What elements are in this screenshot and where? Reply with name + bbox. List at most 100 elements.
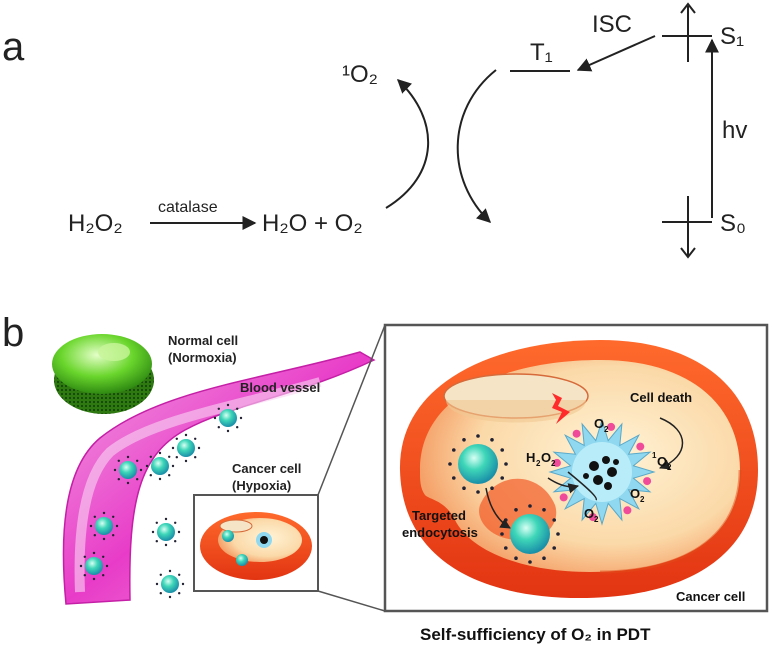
oxygen-bubble [552, 458, 561, 467]
curved-arrow-left [385, 79, 429, 209]
normal-cell [52, 334, 154, 414]
surface-dot [528, 504, 532, 508]
panel-a-label: a [2, 25, 25, 69]
panel-b: b Normal cell (Normoxia) Blood vessel Ca… [2, 311, 769, 644]
surface-dot [112, 515, 115, 518]
surface-dot [117, 459, 121, 462]
surface-dot [552, 546, 556, 550]
svg-text:O: O [594, 416, 604, 431]
surface-dot [149, 474, 152, 477]
svg-text:H: H [526, 450, 535, 465]
blood-vessel-highlight [74, 377, 322, 593]
surface-dot [158, 477, 162, 481]
t1-label: T₁ [530, 39, 553, 66]
surface-dot [139, 468, 143, 472]
surface-dot [102, 574, 105, 577]
blood-vessel-label: Blood vessel [240, 380, 320, 395]
oxygen-bubble [559, 493, 568, 502]
surface-dot [177, 530, 181, 534]
surface-dot [171, 446, 175, 450]
surface-dot [168, 474, 171, 477]
zoom-connector-top [317, 324, 386, 496]
surface-dot [92, 577, 96, 581]
normal-cell-label-line2: (Normoxia) [168, 350, 237, 365]
surface-dot [500, 532, 504, 536]
surface-dot [514, 556, 518, 560]
surface-dot [112, 534, 115, 537]
surface-dot [504, 546, 508, 550]
oxygen-bubble [572, 429, 581, 438]
surface-dot [552, 518, 556, 522]
vessel-nanoparticles [85, 409, 237, 593]
photosensitizer-nanoparticle [548, 418, 656, 526]
svg-text:O: O [584, 506, 594, 521]
surface-dot [151, 530, 155, 534]
svg-text:O: O [657, 454, 667, 469]
small-cancer-cell [200, 512, 312, 580]
surface-dot [93, 534, 97, 537]
surface-dot [168, 595, 172, 599]
surface-dot [504, 518, 508, 522]
surface-dot [174, 540, 177, 543]
surface-dot [136, 459, 139, 462]
isc-arrow [576, 35, 656, 72]
surface-dot [178, 592, 181, 595]
surface-dot [452, 448, 456, 452]
targeted-endocytosis-label-line2: endocytosis [402, 525, 478, 540]
h2o2-reactant: H₂O₂ [68, 210, 123, 237]
nanoparticle-dots [79, 403, 243, 599]
surface-dot [93, 515, 97, 518]
surface-dot [155, 521, 158, 524]
surface-dot [164, 543, 168, 547]
cancer-cell-label-line1: Cancer cell [232, 461, 301, 476]
surface-dot [500, 448, 505, 452]
surface-dot [174, 521, 177, 524]
surface-dot [126, 455, 130, 459]
surface-dot [175, 437, 178, 440]
surface-dot [542, 556, 546, 560]
s0-label: S₀ [720, 210, 746, 237]
surface-dot [171, 464, 175, 468]
o2-label-bottom: O 2 [584, 506, 599, 524]
isc-label: ISC [592, 11, 632, 38]
svg-text:2: 2 [640, 495, 645, 504]
surface-dot [236, 407, 239, 410]
inset-nanoparticle-dots [448, 434, 560, 564]
surface-dot [175, 456, 178, 459]
surface-dot [194, 456, 197, 459]
surface-dot [528, 560, 532, 564]
s1-spin-arrowhead [680, 2, 696, 14]
o2-label-right: O 2 [630, 486, 645, 504]
surface-dot [168, 455, 171, 458]
oxygen-bubble [643, 477, 652, 486]
svg-text:2: 2 [536, 459, 541, 468]
surface-dot [113, 468, 117, 472]
svg-text:2: 2 [551, 459, 556, 468]
surface-dot [514, 508, 518, 512]
svg-text:2: 2 [594, 515, 599, 524]
surface-dot [79, 564, 83, 568]
figure-caption: Self-sufficiency of O₂ in PDT [420, 625, 651, 644]
surface-dot [115, 524, 119, 528]
curved-arrow-right [456, 69, 497, 223]
panel-a: a H₂O₂ catalase H₂O + O₂ ¹O₂ T₁ ISC S₁ h… [2, 2, 747, 259]
s1-label: S₁ [720, 23, 744, 50]
oxygen-bubble [588, 513, 597, 522]
inset-nanoparticle-1 [458, 444, 498, 484]
surface-dot [490, 438, 494, 442]
surface-dot [542, 508, 546, 512]
catalase-label: catalase [158, 199, 218, 216]
svg-text:1: 1 [652, 451, 657, 460]
surface-dot [155, 582, 159, 586]
cancer-cell-corner-label: Cancer cell [676, 589, 745, 604]
surface-dot [149, 455, 152, 458]
surface-dot [102, 511, 106, 515]
surface-dot [462, 486, 466, 491]
h2o2-to-np-arrow [547, 477, 580, 494]
endocytosis-arrow [485, 487, 511, 529]
surface-dot [102, 555, 105, 558]
surface-dot [184, 459, 188, 463]
surface-dot [168, 569, 172, 573]
